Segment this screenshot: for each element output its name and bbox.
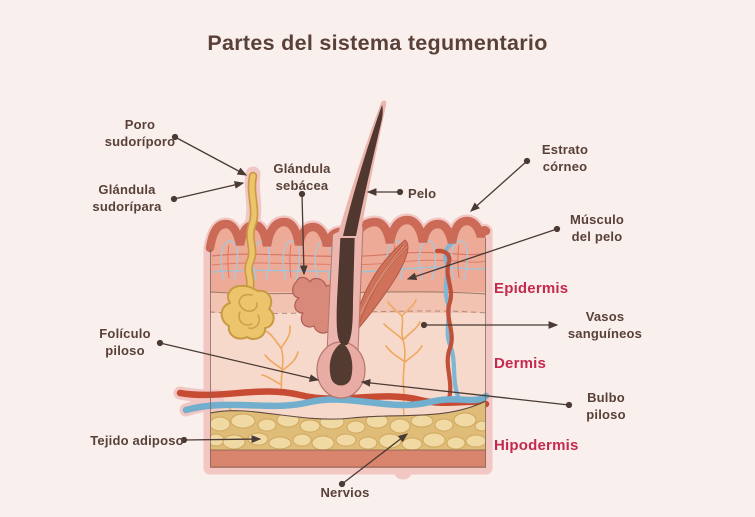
adipose-lobules [210,412,486,450]
label-bulbo-piloso: Bulbo piloso [586,390,626,422]
label-nervios: Nervios [320,485,370,500]
leader-line-bulbo-piloso [360,379,573,409]
label-foliculo-piloso: Folículo piloso [99,326,151,358]
label-epidermis: Epidermis [494,280,569,297]
leader-line-nervios [338,433,409,488]
leader-line-estrato-corneo [470,157,531,212]
page-title: Partes del sistema tegumentario [207,31,548,55]
label-pelo: Pelo [408,186,437,201]
leader-line-tejido-adiposo [180,435,262,444]
sweat-duct [245,173,257,290]
leader-line-poro-sudoriporo [171,133,248,176]
leader-line-foliculo-piloso [156,339,320,382]
sweat-gland-coil [220,284,275,340]
hair-shaft [343,105,383,236]
hair-follicle [316,225,366,399]
hair-root [336,226,355,345]
leader-line-musculo-del-pelo [406,225,561,281]
label-poro-sudoriporo: Poro sudoríporo [104,117,176,149]
label-dermis: Dermis [494,355,547,372]
leader-line-glandula-sebacea [298,190,308,276]
label-estrato-corneo: Estrato córneo [541,142,589,174]
label-glandula-sudoripara: Glándula sudorípara [92,182,162,214]
hypodermis-top-line [210,400,486,420]
bottom-band [210,450,486,468]
hair [316,100,387,399]
leader-line-glandula-sudoripara [170,181,245,203]
hair-bulb [329,344,353,386]
sweat-gland [220,171,275,340]
label-hipodermis: Hipodermis [494,437,579,454]
leader-lines [156,133,573,488]
label-glandula-sebacea: Glándula sebácea [273,161,331,193]
label-tejido-adiposo: Tejido adiposo [90,433,184,448]
label-musculo-del-pelo: Músculo del pelo [569,212,625,244]
label-vasos-sanguineos: Vasos sanguíneos [567,309,643,341]
